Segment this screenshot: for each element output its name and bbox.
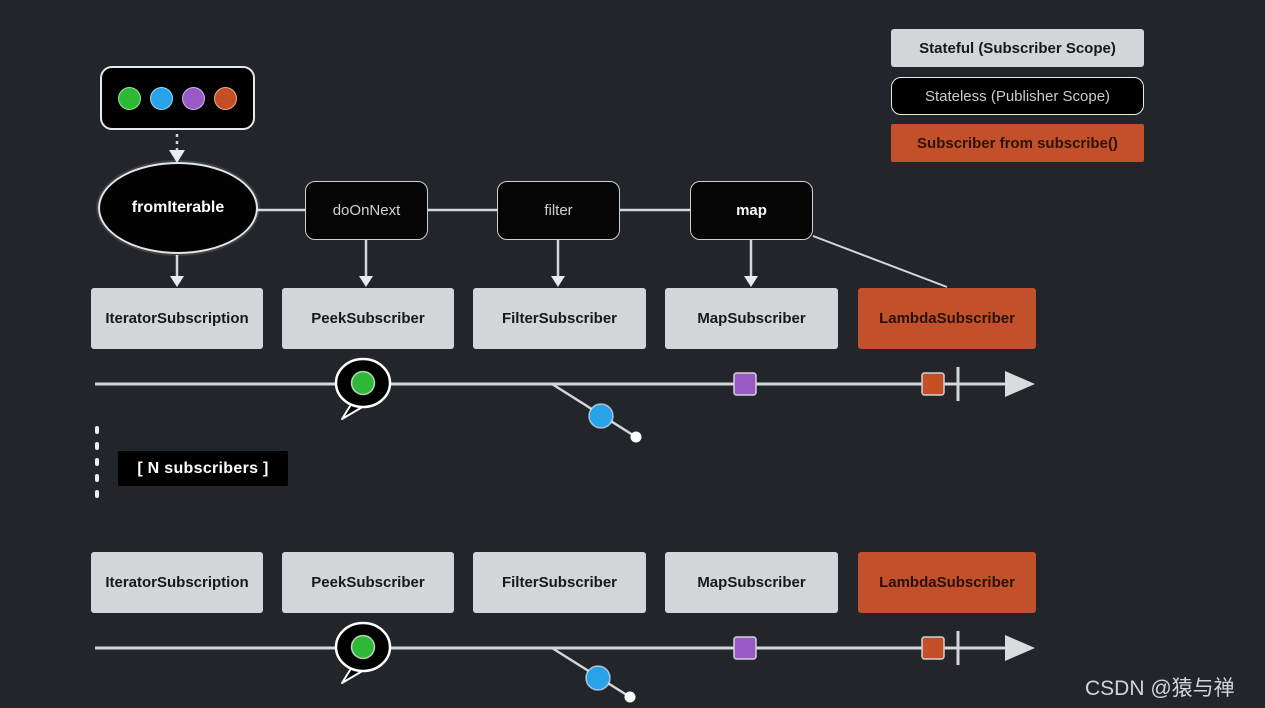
marble-timeline-lower	[95, 621, 1035, 703]
peek-bubble-icon	[334, 357, 392, 420]
csdn-watermark: CSDN @猿与禅	[1085, 677, 1235, 700]
subscriber-mapsubscriber-row1: MapSubscriber	[665, 288, 838, 349]
node-fromiterable: fromIterable	[98, 162, 258, 254]
subscriber-label: FilterSubscriber	[501, 574, 618, 591]
legend-stateless-label: Stateless (Publisher Scope)	[924, 87, 1111, 105]
marble-timeline-upper	[95, 357, 1035, 443]
peek-bubble-icon	[334, 621, 392, 684]
node-filter: filter	[497, 181, 620, 240]
legend-subscribe-label: Subscriber from subscribe()	[917, 134, 1118, 152]
fromiterable-label: fromIterable	[131, 199, 225, 216]
green-marble	[350, 634, 376, 660]
subscriber-mapsubscriber-row2: MapSubscriber	[665, 552, 838, 613]
purple-marble-square	[733, 636, 757, 660]
legend-stateless: Stateless (Publisher Scope)	[891, 77, 1144, 115]
filter-label: filter	[544, 202, 573, 219]
n-subscribers-label: [ N subscribers ]	[137, 459, 269, 477]
subscriber-label: IteratorSubscription	[105, 310, 249, 327]
green-marble-icon	[118, 86, 141, 110]
discard-end-dot	[624, 691, 636, 703]
purple-marble-square	[733, 372, 757, 396]
subscriber-filtersubscriber-row1: FilterSubscriber	[473, 288, 646, 349]
node-doonnext: doOnNext	[305, 181, 428, 240]
operator-to-subscriber-arrows	[170, 240, 758, 287]
source-marbles-box	[100, 66, 255, 130]
subscriber-label: MapSubscriber	[697, 310, 806, 327]
subscriber-peeksubscriber-row2: PeekSubscriber	[282, 552, 454, 613]
subscriber-label: FilterSubscriber	[501, 310, 618, 327]
orange-marble-square	[921, 636, 945, 660]
timeline-arrowhead-icon	[1005, 635, 1035, 661]
subscriber-lambdasubscriber-row2: LambdaSubscriber	[858, 552, 1036, 613]
map-label: map	[736, 202, 767, 219]
subscriber-label: MapSubscriber	[697, 574, 806, 591]
subscriber-peeksubscriber-row1: PeekSubscriber	[282, 288, 454, 349]
blue-marble-dropped	[585, 665, 611, 691]
blue-marble-icon	[150, 86, 173, 110]
node-map: map	[690, 181, 813, 240]
legend-stateful: Stateful (Subscriber Scope)	[891, 29, 1144, 67]
subscriber-iteratorsubscription-row1: IteratorSubscription	[91, 288, 263, 349]
subscriber-label: PeekSubscriber	[311, 310, 425, 327]
green-marble	[350, 370, 376, 396]
subscriber-label: LambdaSubscriber	[879, 310, 1015, 327]
doonnext-label: doOnNext	[332, 202, 401, 219]
source-to-fromiterable-arrow	[169, 134, 185, 163]
legend-subscribe: Subscriber from subscribe()	[891, 124, 1144, 162]
subscriber-filtersubscriber-row2: FilterSubscriber	[473, 552, 646, 613]
subscriber-label: PeekSubscriber	[311, 574, 425, 591]
discard-end-dot	[630, 431, 642, 443]
blue-marble-dropped	[588, 403, 614, 429]
timeline-arrowhead-icon	[1005, 371, 1035, 397]
subscriber-iteratorsubscription-row2: IteratorSubscription	[91, 552, 263, 613]
n-subscribers-annotation: [ N subscribers ]	[118, 451, 288, 486]
subscriber-label: IteratorSubscription	[105, 574, 249, 591]
subscriber-lambdasubscriber-row1: LambdaSubscriber	[858, 288, 1036, 349]
subscriber-label: LambdaSubscriber	[879, 574, 1015, 591]
map-to-lambdasubscriber-line	[812, 235, 948, 288]
orange-marble-icon	[214, 86, 237, 110]
purple-marble-icon	[182, 86, 205, 110]
orange-marble-square	[921, 372, 945, 396]
legend-stateful-label: Stateful (Subscriber Scope)	[919, 39, 1116, 57]
